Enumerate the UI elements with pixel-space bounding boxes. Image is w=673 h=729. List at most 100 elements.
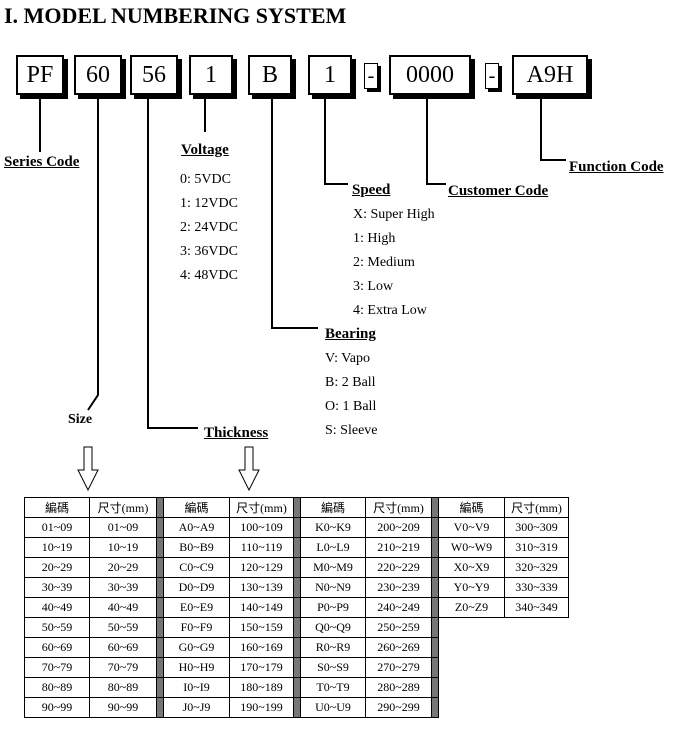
size-cell: 230~239: [365, 577, 432, 598]
column-separator: [431, 657, 439, 678]
col-header-size: 尺寸(mm): [89, 497, 157, 518]
table-header-row: 編碼 尺寸(mm) 編碼 尺寸(mm) 編碼 尺寸(mm) 編碼 尺寸(mm): [24, 497, 569, 518]
size-cell: 100~109: [229, 517, 294, 538]
speed-option: 1: High: [353, 231, 396, 246]
empty-cell: [439, 618, 569, 638]
size-cell: 240~249: [365, 597, 432, 618]
col-header-size: 尺寸(mm): [365, 497, 432, 518]
empty-cell: [439, 678, 569, 698]
thickness-label: Thickness: [204, 425, 269, 441]
size-cell: 330~339: [504, 577, 569, 598]
size-thickness-code-table: 編碼 尺寸(mm) 編碼 尺寸(mm) 編碼 尺寸(mm) 編碼 尺寸(mm) …: [24, 497, 569, 718]
code-cell: H0~H9: [163, 657, 230, 678]
voltage-option: 0: 5VDC: [180, 172, 231, 187]
code-cell: K0~K9: [300, 517, 366, 538]
column-separator: [293, 577, 301, 598]
col-header-size: 尺寸(mm): [504, 497, 569, 518]
col-header-code: 編碼: [163, 497, 230, 518]
code-cell: 40~49: [24, 597, 90, 618]
size-cell: 170~179: [229, 657, 294, 678]
size-cell: 150~159: [229, 617, 294, 638]
voltage-options: 0: 5VDC 1: 12VDC 2: 24VDC 3: 36VDC 4: 48…: [180, 168, 238, 288]
size-cell: 40~49: [89, 597, 157, 618]
column-separator: [431, 577, 439, 598]
voltage-option: 4: 48VDC: [180, 268, 238, 283]
size-cell: 250~259: [365, 617, 432, 638]
code-cell: A0~A9: [163, 517, 230, 538]
column-separator: [293, 597, 301, 618]
col-header-code: 編碼: [300, 497, 366, 518]
function-code-label: Function Code: [569, 159, 664, 175]
code-cell: C0~C9: [163, 557, 230, 578]
column-separator: [431, 497, 439, 518]
code-cell: B0~B9: [163, 537, 230, 558]
model-box-size: 60: [74, 55, 122, 95]
column-separator: [431, 617, 439, 638]
column-separator: [156, 497, 164, 518]
code-cell: G0~G9: [163, 637, 230, 658]
speed-option: X: Super High: [353, 207, 435, 222]
column-separator: [156, 657, 164, 678]
code-cell: 70~79: [24, 657, 90, 678]
size-cell: 10~19: [89, 537, 157, 558]
code-cell: 60~69: [24, 637, 90, 658]
empty-cell: [439, 658, 569, 678]
voltage-option: 2: 24VDC: [180, 220, 238, 235]
code-cell: 10~19: [24, 537, 90, 558]
size-cell: 50~59: [89, 617, 157, 638]
model-box-thickness: 56: [130, 55, 178, 95]
code-cell: U0~U9: [300, 697, 366, 718]
code-cell: J0~J9: [163, 697, 230, 718]
size-cell: 130~139: [229, 577, 294, 598]
speed-option: 2: Medium: [353, 255, 415, 270]
column-separator: [431, 557, 439, 578]
size-cell: 80~89: [89, 677, 157, 698]
code-cell: Q0~Q9: [300, 617, 366, 638]
code-cell: 30~39: [24, 577, 90, 598]
size-cell: 270~279: [365, 657, 432, 678]
size-cell: 220~229: [365, 557, 432, 578]
column-separator: [293, 497, 301, 518]
size-cell: 320~329: [504, 557, 569, 578]
bearing-option: V: Vapo: [325, 351, 370, 366]
code-cell: D0~D9: [163, 577, 230, 598]
column-separator: [156, 517, 164, 538]
size-cell: 310~319: [504, 537, 569, 558]
col-header-code: 編碼: [24, 497, 90, 518]
model-box-function: A9H: [512, 55, 588, 95]
size-cell: 190~199: [229, 697, 294, 718]
code-cell: L0~L9: [300, 537, 366, 558]
column-separator: [156, 677, 164, 698]
size-cell: 160~169: [229, 637, 294, 658]
size-cell: 200~209: [365, 517, 432, 538]
code-cell: S0~S9: [300, 657, 366, 678]
size-cell: 60~69: [89, 637, 157, 658]
code-cell: P0~P9: [300, 597, 366, 618]
model-box-bearing: B: [248, 55, 292, 95]
code-cell: E0~E9: [163, 597, 230, 618]
code-cell: Z0~Z9: [438, 597, 505, 618]
column-separator: [156, 537, 164, 558]
size-cell: 180~189: [229, 677, 294, 698]
size-cell: 340~349: [504, 597, 569, 618]
size-cell: 30~39: [89, 577, 157, 598]
size-cell: 20~29: [89, 557, 157, 578]
code-cell: T0~T9: [300, 677, 366, 698]
column-separator: [293, 677, 301, 698]
column-separator: [431, 597, 439, 618]
size-cell: 280~289: [365, 677, 432, 698]
code-cell: 50~59: [24, 617, 90, 638]
model-box-dash-2: -: [485, 63, 499, 89]
code-cell: F0~F9: [163, 617, 230, 638]
column-separator: [293, 637, 301, 658]
column-separator: [293, 517, 301, 538]
